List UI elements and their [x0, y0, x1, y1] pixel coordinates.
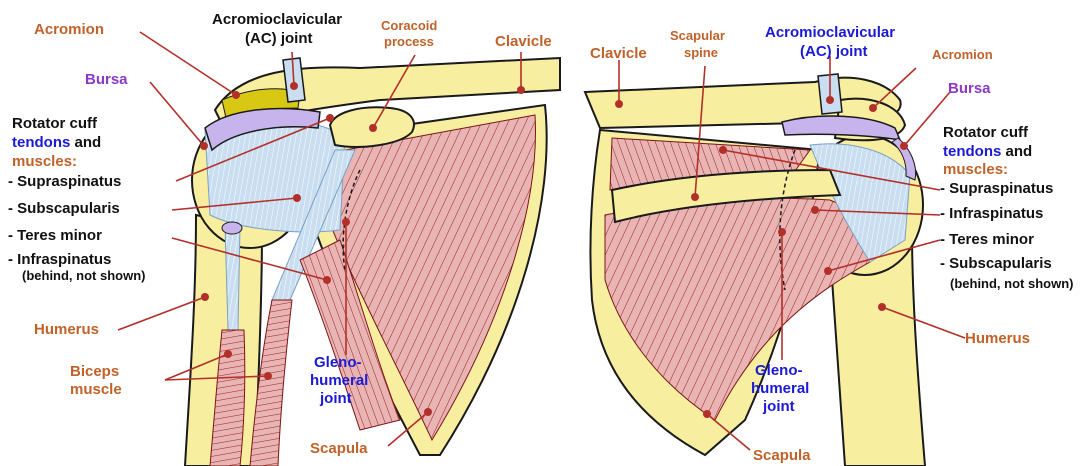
label-clavicle-left: Clavicle [495, 33, 552, 50]
label-subscapularis-right: - Subscapularis [940, 255, 1052, 272]
left-biceps-tendon-long [225, 225, 240, 330]
label-and-left: and [70, 134, 101, 151]
left-anterior-view [185, 58, 560, 466]
label-ac-joint-right-1: Acromioclavicular [765, 24, 895, 41]
label-coracoid-1: Coracoid [381, 18, 437, 33]
label-gleno-left-1: Gleno- [314, 354, 362, 371]
label-rotator-left-1: Rotator cuff [12, 115, 98, 132]
label-spine-2: spine [684, 45, 718, 60]
label-gleno-left-2: humeral [310, 372, 368, 389]
label-supraspinatus-left: - Supraspinatus [8, 173, 121, 190]
label-rotator-right-2: tendons and [943, 143, 1032, 160]
label-scapula-left: Scapula [310, 440, 368, 457]
label-humerus-left: Humerus [34, 321, 99, 338]
label-and-right: and [1001, 143, 1032, 160]
label-ac-joint-left-2: (AC) joint [245, 30, 312, 47]
label-coracoid-2: process [384, 34, 434, 49]
label-scapula-right: Scapula [753, 447, 811, 464]
label-acromion-right: Acromion [932, 47, 993, 62]
label-ac-joint-right-2: (AC) joint [800, 43, 867, 60]
label-gleno-right-3: joint [762, 398, 795, 415]
label-gleno-right-2: humeral [751, 380, 809, 397]
label-spine-1: Scapular [670, 28, 725, 43]
label-ac-joint-left-1: Acromioclavicular [212, 11, 342, 28]
label-teres-minor-left: - Teres minor [8, 227, 102, 244]
label-bursa-right: Bursa [948, 80, 991, 97]
label-infra-note-left: (behind, not shown) [22, 268, 145, 283]
right-posterior-view [585, 74, 925, 466]
label-gleno-left-3: joint [319, 390, 352, 407]
label-acromion-left: Acromion [34, 21, 104, 38]
label-biceps-1: Biceps [70, 363, 119, 380]
label-rotator-right-1: Rotator cuff [943, 124, 1029, 141]
label-clavicle-right: Clavicle [590, 45, 647, 62]
label-bursa-left: Bursa [85, 71, 128, 88]
label-supraspinatus-right: - Supraspinatus [940, 180, 1053, 197]
label-teres-minor-right: - Teres minor [940, 231, 1034, 248]
label-biceps-2: muscle [70, 381, 122, 398]
label-subscap-note-right: (behind, not shown) [950, 276, 1073, 291]
label-tendons-left: tendons [12, 134, 70, 151]
label-muscles-left: muscles: [12, 153, 77, 170]
label-muscles-right: muscles: [943, 161, 1008, 178]
label-rotator-left-2: tendons and [12, 134, 101, 151]
label-subscapularis-left: - Subscapularis [8, 200, 120, 217]
label-infraspinatus-right: - Infraspinatus [940, 205, 1043, 222]
label-tendons-right: tendons [943, 143, 1001, 160]
label-humerus-right: Humerus [965, 330, 1030, 347]
label-infraspinatus-left: - Infraspinatus [8, 251, 111, 268]
label-gleno-right-1: Gleno- [755, 362, 803, 379]
left-biceps-tendon-knob [222, 222, 242, 234]
